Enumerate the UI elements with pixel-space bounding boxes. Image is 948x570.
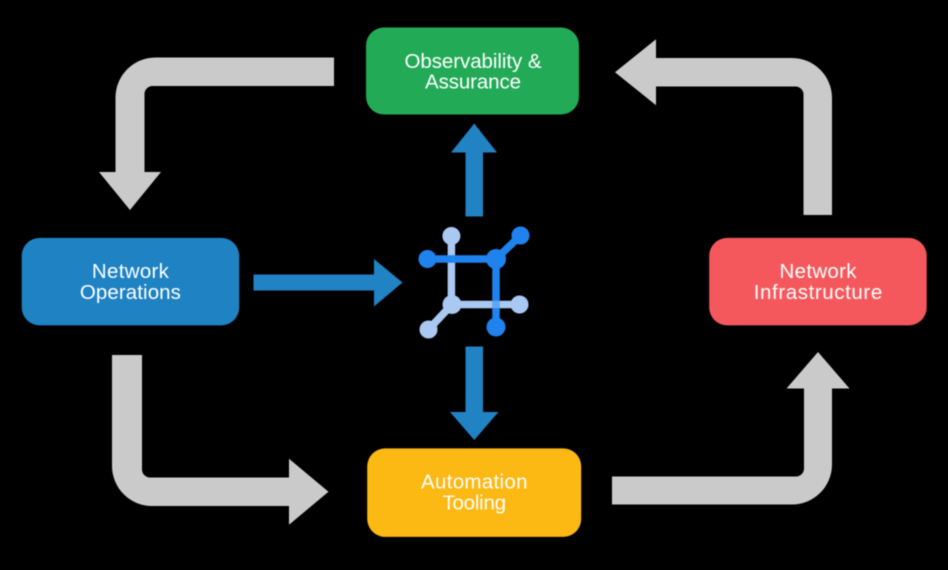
svg-text:Observability &: Observability & [405,50,542,73]
svg-text:Automation: Automation [421,471,528,494]
svg-text:Network: Network [780,260,858,283]
svg-text:Tooling: Tooling [443,492,507,515]
svg-text:Operations: Operations [80,281,181,304]
svg-text:Network: Network [92,260,170,283]
svg-text:Infrastructure: Infrastructure [754,281,883,304]
svg-text:Assurance: Assurance [425,71,521,94]
